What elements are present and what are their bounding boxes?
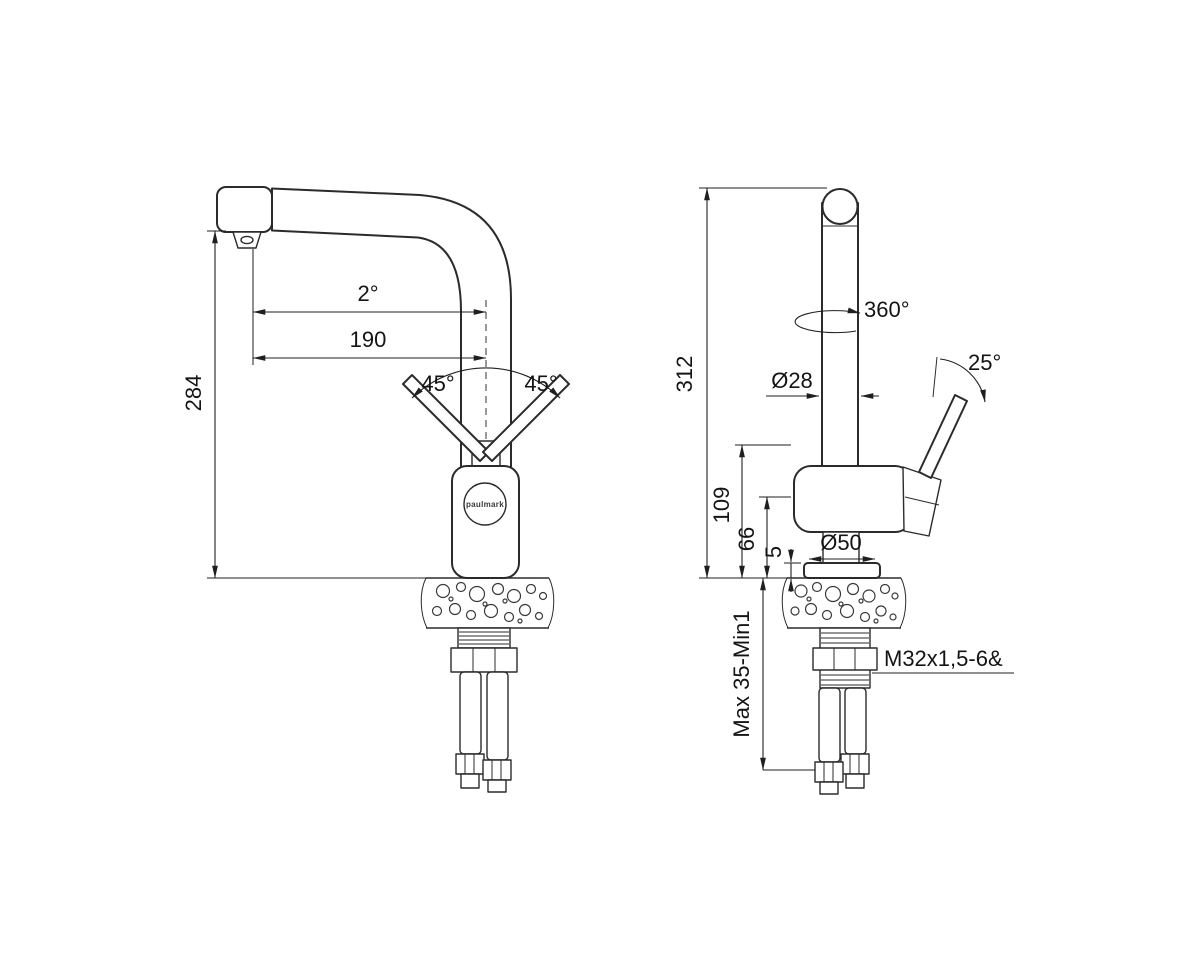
- dim-label-thread: M32x1,5-6&: [884, 646, 1003, 671]
- side-countertop: [781, 577, 907, 629]
- dim-label-45-left: 45°: [421, 371, 454, 396]
- dim-label-360: 360°: [864, 297, 910, 322]
- side-mounting-nut: [812, 647, 878, 671]
- front-handles: [402, 367, 570, 472]
- dim-label-109: 109: [709, 487, 734, 524]
- front-dimensions: 284 2° 190 45° 45°: [181, 230, 558, 579]
- dim-label-d28: Ø28: [771, 368, 813, 393]
- side-spout-column: [794, 188, 861, 469]
- front-aerator-ring: [240, 235, 254, 245]
- side-spout-ball: [821, 188, 859, 225]
- swivel-ellipse: [794, 307, 861, 334]
- front-hose-left: [459, 671, 482, 755]
- dim-label-284: 284: [181, 375, 206, 412]
- front-mounting-nut: [450, 647, 518, 673]
- dim-label-mount: Max 35-Min1: [729, 610, 754, 737]
- front-countertop: [420, 577, 555, 629]
- front-undermount: [450, 627, 518, 793]
- dim-label-66: 66: [734, 527, 759, 551]
- dim-label-45-right: 45°: [524, 371, 557, 396]
- dim-label-5: 5: [761, 546, 786, 558]
- dim-label-25: 25°: [968, 350, 1001, 375]
- dim-label-190: 190: [350, 327, 387, 352]
- side-hose-left: [818, 687, 841, 763]
- side-fitting-left: [814, 761, 844, 783]
- side-body: [793, 394, 968, 579]
- side-dimensions: 312 360° Ø28 109 66 5 Ø50 25° Max 35-Mi: [672, 187, 1014, 771]
- side-lever: [918, 394, 968, 479]
- dim-label-d50: Ø50: [820, 530, 862, 555]
- front-fitting-left: [455, 753, 485, 775]
- side-hose-right: [844, 687, 867, 755]
- brand-logo: paulmark: [466, 500, 504, 509]
- front-spout: [216, 186, 512, 469]
- dim-arc-25: [939, 358, 986, 403]
- granite-texture-front: [431, 581, 548, 624]
- dim-label-312: 312: [672, 356, 697, 393]
- front-fitting-right: [482, 759, 512, 781]
- front-threaded-shank: [457, 627, 511, 649]
- front-view: paulmark: [181, 186, 570, 793]
- granite-texture-side: [790, 581, 899, 624]
- dim-label-2deg: 2°: [357, 281, 378, 306]
- brand-badge: [463, 482, 507, 526]
- front-body: paulmark: [451, 465, 520, 579]
- side-fitting-right: [840, 753, 870, 775]
- side-view: 312 360° Ø28 109 66 5 Ø50 25° Max 35-Mi: [672, 187, 1014, 795]
- front-spout-tip: [216, 186, 273, 233]
- front-handle-arc: [411, 367, 561, 399]
- side-base-flange: [803, 562, 881, 579]
- front-hose-right: [486, 671, 509, 761]
- side-undermount: [812, 627, 878, 795]
